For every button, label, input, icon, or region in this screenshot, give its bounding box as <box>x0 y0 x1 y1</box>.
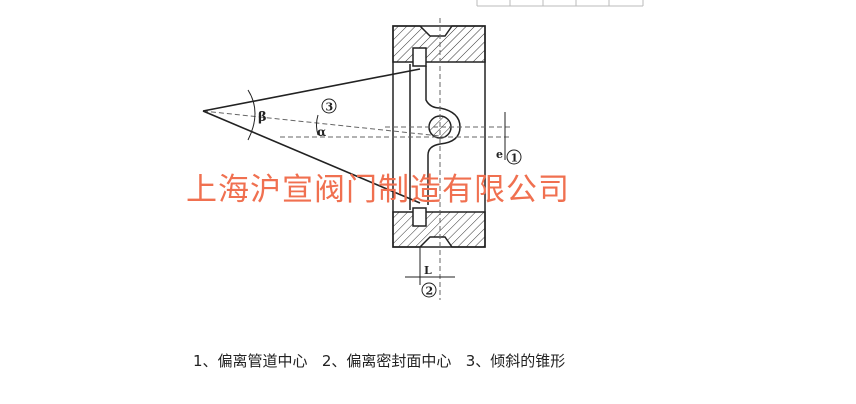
callout-3-circle <box>321 98 337 114</box>
dimension-L <box>405 247 455 285</box>
label-1: 1 <box>511 152 519 165</box>
label-beta: β <box>258 110 267 125</box>
figure-caption: 1、偏离管道中心 2、偏离密封面中心 3、倾斜的锥形 <box>193 352 566 370</box>
tilted-cone <box>202 68 421 204</box>
label-L: L <box>424 264 432 277</box>
label-3: 3 <box>326 101 334 114</box>
watermark: 上海沪宣阀门制造有限公司 <box>186 172 570 208</box>
label-alpha: α <box>317 125 326 139</box>
label-e: e <box>496 148 503 161</box>
callout-1-circle <box>506 149 522 165</box>
label-2: 2 <box>426 285 434 298</box>
callout-2-circle <box>421 282 437 298</box>
table-fragment <box>476 0 644 7</box>
valve-body <box>392 25 486 248</box>
centerlines <box>202 18 510 300</box>
